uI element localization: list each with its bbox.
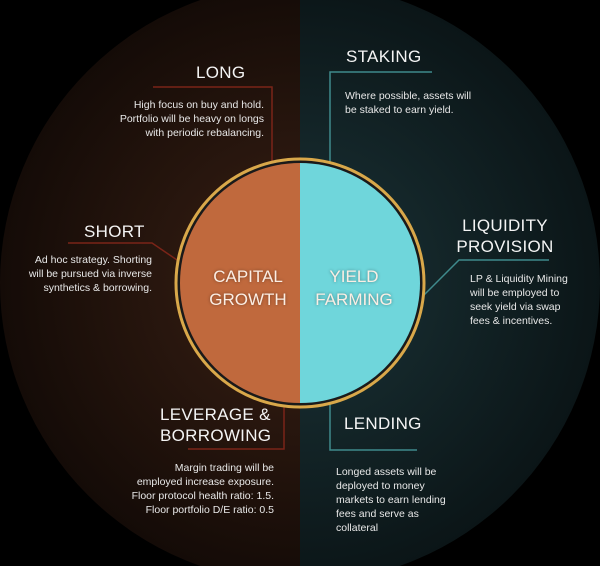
lending-connector <box>329 400 417 451</box>
liquidity-connector <box>418 259 549 301</box>
leverage-description: Margin trading will be employed increase… <box>131 462 274 516</box>
capital-growth-label: CAPITAL GROWTH <box>200 265 296 311</box>
yield-farming-line1: YIELD <box>329 267 379 286</box>
yield-farming-line2: FARMING <box>315 290 393 309</box>
long-description: High focus on buy and hold. Portfolio wi… <box>119 99 264 139</box>
lending-description: Longed assets will be deployed to money … <box>336 466 446 534</box>
yield-farming-label: YIELD FARMING <box>306 265 402 311</box>
short-description: Ad hoc strategy. Shorting will be pursue… <box>28 254 152 294</box>
capital-growth-half <box>180 163 300 403</box>
short-title: SHORT <box>84 222 145 241</box>
capital-growth-line1: CAPITAL <box>213 267 283 286</box>
capital-growth-line2: GROWTH <box>209 290 287 309</box>
leverage-connector <box>188 400 285 450</box>
lending-title: LENDING <box>344 414 422 433</box>
leverage-title: LEVERAGE & BORROWING <box>160 405 272 445</box>
liquidity-title: LIQUIDITY PROVISION <box>456 216 554 256</box>
long-connector <box>153 86 273 165</box>
long-title: LONG <box>196 63 246 82</box>
yield-farming-half <box>300 163 420 403</box>
short-connector <box>68 242 181 263</box>
staking-connector <box>329 71 432 166</box>
staking-description: Where possible, assets will be staked to… <box>345 90 472 116</box>
staking-title: STAKING <box>346 47 422 66</box>
liquidity-description: LP & Liquidity Mining will be employed t… <box>470 273 568 327</box>
